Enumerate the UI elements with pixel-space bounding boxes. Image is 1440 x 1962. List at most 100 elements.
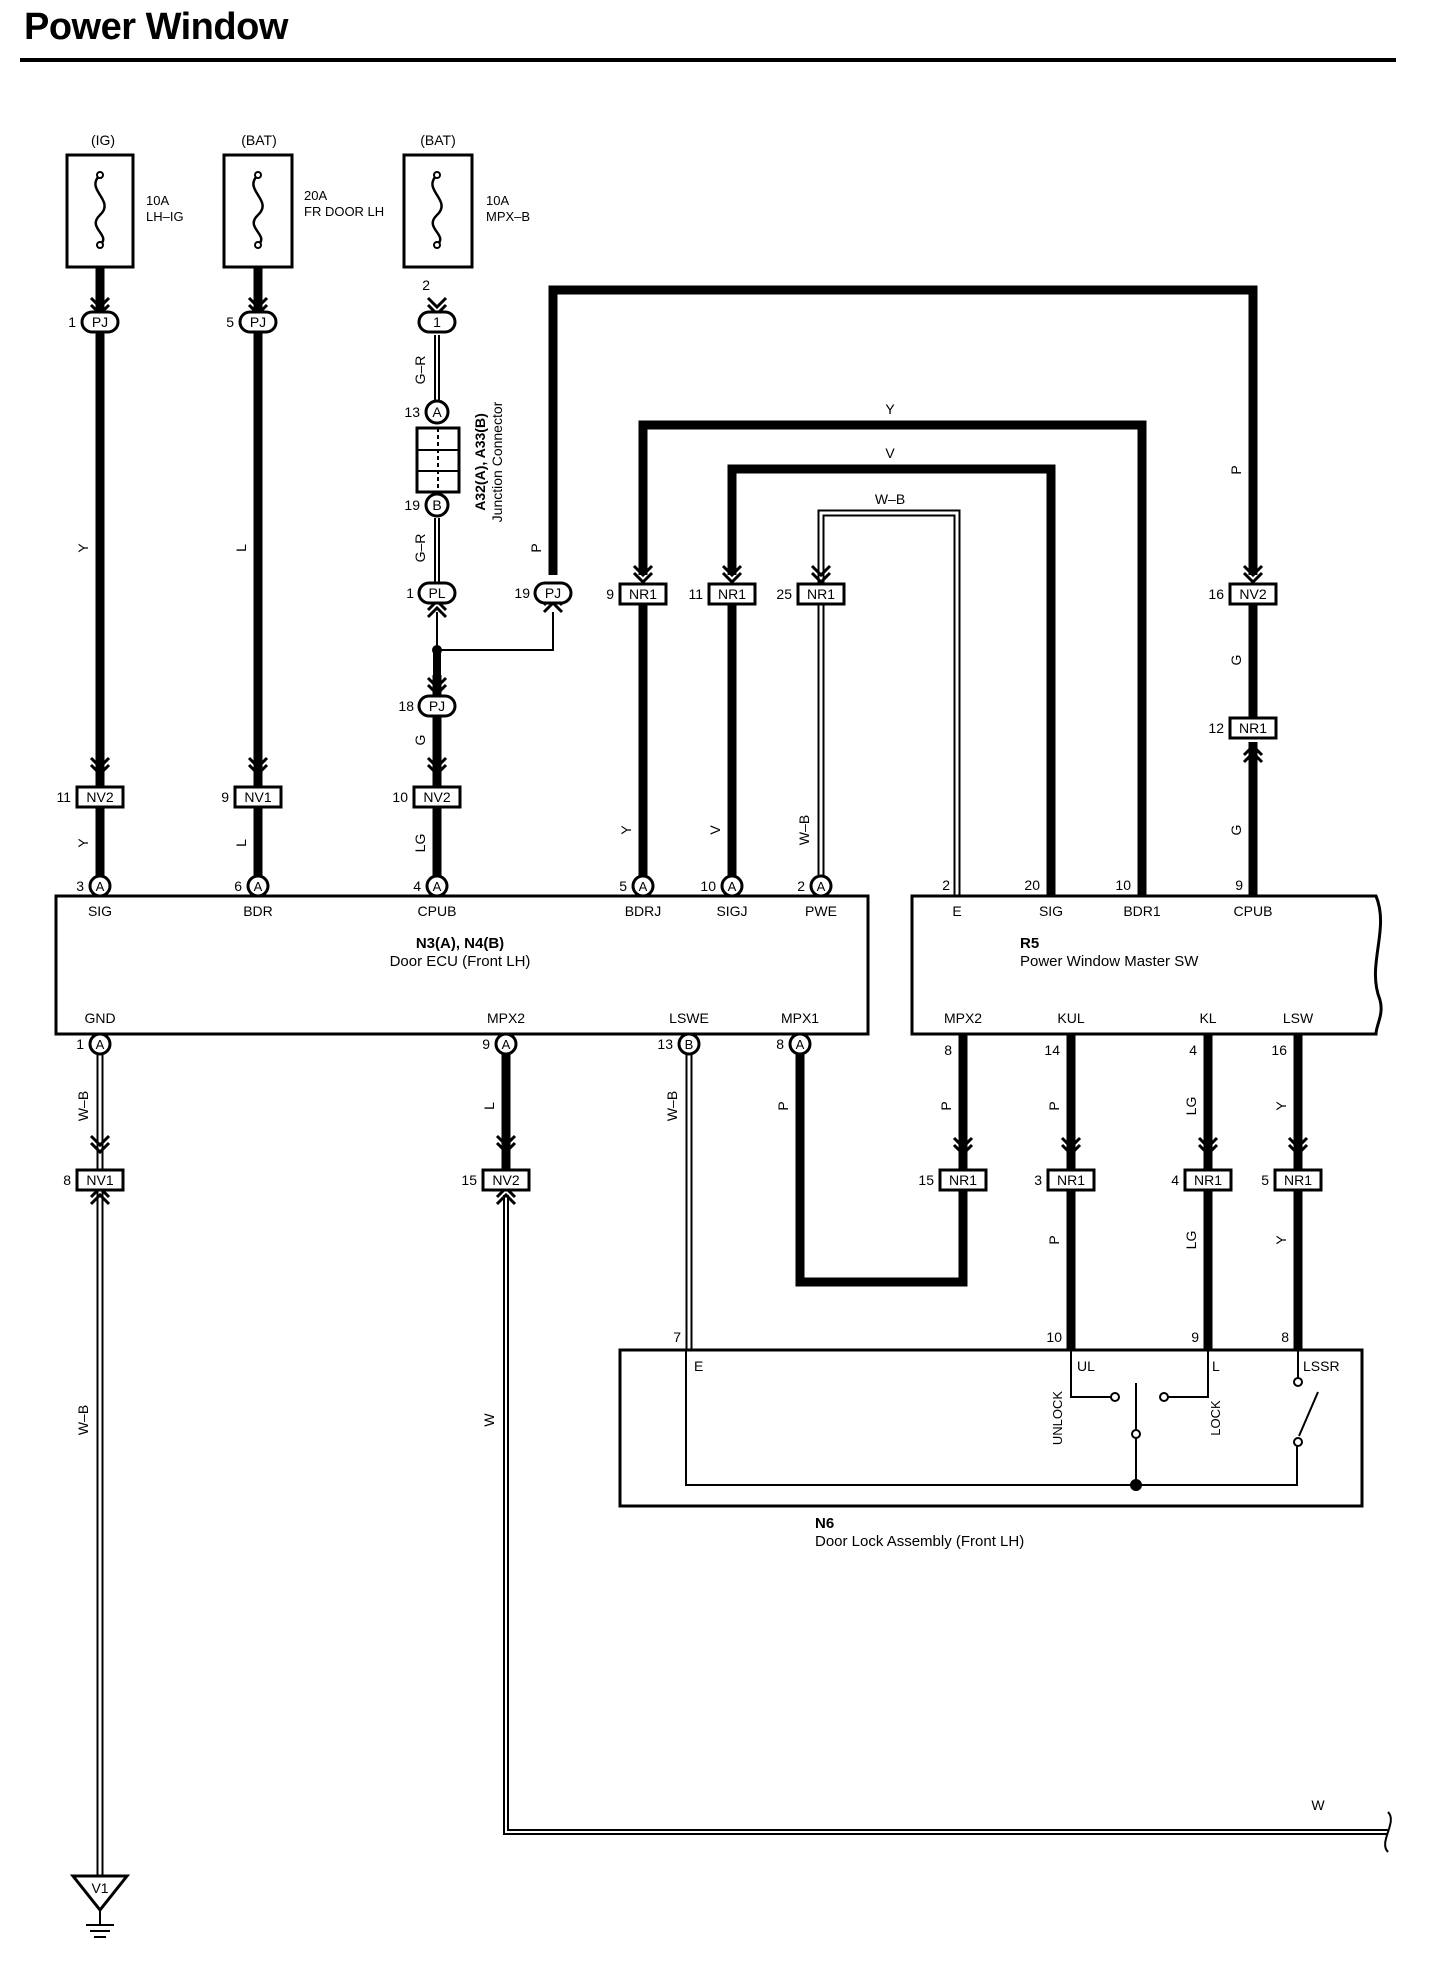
svg-text:PJ: PJ xyxy=(250,314,266,330)
fuse-fr-door-source: (BAT) xyxy=(241,132,277,148)
svg-text:A: A xyxy=(254,879,263,894)
svg-text:Y: Y xyxy=(75,543,91,553)
svg-text:G–R: G–R xyxy=(412,356,428,385)
svg-text:3: 3 xyxy=(76,878,84,894)
wire-p-mpx1-loop xyxy=(795,1034,968,1287)
svg-text:19: 19 xyxy=(514,585,530,601)
connector-pj-19: PJ 19 xyxy=(514,581,573,605)
svg-text:15: 15 xyxy=(461,1172,477,1188)
svg-text:B: B xyxy=(685,1037,694,1052)
svg-text:LSWE: LSWE xyxy=(669,1010,709,1026)
svg-text:SIG: SIG xyxy=(88,903,112,919)
svg-text:13: 13 xyxy=(404,404,420,420)
svg-text:A: A xyxy=(639,879,648,894)
fuse-lh-ig-source: (IG) xyxy=(91,132,115,148)
svg-text:NV2: NV2 xyxy=(1239,586,1266,602)
connector-nr1-11: NR1 11 xyxy=(688,582,757,606)
svg-text:W–B: W–B xyxy=(75,1405,91,1435)
fuse-fr-door-lh: (BAT) 20A FR DOOR LH xyxy=(222,132,384,269)
svg-text:L: L xyxy=(233,544,249,552)
svg-text:13: 13 xyxy=(657,1036,673,1052)
svg-text:GND: GND xyxy=(84,1010,115,1026)
wire-color-labels: Y L G–R G–R P G Y L LG Y V W–B P G G Y V… xyxy=(75,356,1325,1813)
svg-text:A: A xyxy=(433,879,442,894)
svg-text:W–B: W–B xyxy=(664,1091,680,1121)
wire-branch-pl-pj xyxy=(437,612,554,651)
connector-pj-18: PJ 18 xyxy=(398,694,457,718)
svg-text:5: 5 xyxy=(226,314,234,330)
unlock-label: UNLOCK xyxy=(1050,1391,1065,1446)
svg-text:Y: Y xyxy=(618,825,634,835)
svg-text:L: L xyxy=(233,839,249,847)
svg-text:B: B xyxy=(432,497,441,513)
door-ecu-ref: N3(A), N4(B) xyxy=(416,935,504,952)
connector-nv1-8: NV1 8 xyxy=(63,1168,125,1192)
svg-text:1: 1 xyxy=(433,314,441,330)
svg-text:SIG: SIG xyxy=(1039,903,1063,919)
svg-text:6: 6 xyxy=(234,878,242,894)
svg-text:P: P xyxy=(528,543,544,552)
title-rule xyxy=(20,58,1396,62)
master-switch-name: Power Window Master SW xyxy=(1020,953,1199,970)
svg-text:LG: LG xyxy=(412,834,428,853)
svg-text:9: 9 xyxy=(482,1036,490,1052)
svg-text:9: 9 xyxy=(606,586,614,602)
svg-text:1: 1 xyxy=(76,1036,84,1052)
svg-text:PJ: PJ xyxy=(92,314,108,330)
door-lock-ref: N6 xyxy=(815,1515,834,1532)
svg-text:NR1: NR1 xyxy=(629,586,657,602)
connector-nr1-5: NR1 5 xyxy=(1261,1168,1323,1192)
connector-jc-1: 1 2 xyxy=(417,277,457,334)
svg-text:16: 16 xyxy=(1208,586,1224,602)
svg-text:NR1: NR1 xyxy=(807,586,835,602)
fuse-lh-ig: (IG) 10A LH–IG xyxy=(65,132,184,269)
wire-arrows xyxy=(89,296,1309,1206)
door-lock-internal-circuit xyxy=(685,1350,1319,1491)
svg-text:9: 9 xyxy=(221,789,229,805)
svg-text:G: G xyxy=(412,735,428,746)
svg-text:NV1: NV1 xyxy=(86,1172,113,1188)
fuse-fr-door-name: FR DOOR LH xyxy=(304,204,384,219)
page-title: Power Window xyxy=(24,6,288,48)
svg-text:UL: UL xyxy=(1077,1358,1095,1374)
connector-badges: PJ 1 PJ 5 1 2 A 13 B 19 PL 1 xyxy=(56,277,1323,1192)
svg-text:NR1: NR1 xyxy=(1057,1172,1085,1188)
svg-text:2: 2 xyxy=(942,877,950,893)
door-lock-name: Door Lock Assembly (Front LH) xyxy=(815,1533,1024,1550)
svg-text:P: P xyxy=(775,1101,791,1110)
svg-text:8: 8 xyxy=(1281,1329,1289,1345)
svg-text:18: 18 xyxy=(398,698,414,714)
junction-connector-ref: A32(A), A33(B) xyxy=(472,413,488,511)
svg-text:KL: KL xyxy=(1199,1010,1216,1026)
svg-text:NV2: NV2 xyxy=(492,1172,519,1188)
fuse-lh-ig-name: LH–IG xyxy=(146,209,184,224)
svg-text:Y: Y xyxy=(885,401,895,417)
junction-connector-name: Junction Connector xyxy=(489,401,505,522)
svg-text:3: 3 xyxy=(1034,1172,1042,1188)
connector-pl-1: PL 1 xyxy=(406,581,457,605)
svg-text:PJ: PJ xyxy=(429,698,445,714)
connector-nv2-10: NV2 10 xyxy=(392,785,462,809)
door-ecu-name: Door ECU (Front LH) xyxy=(390,953,531,970)
svg-text:SIGJ: SIGJ xyxy=(716,903,747,919)
svg-text:PWE: PWE xyxy=(805,903,837,919)
svg-text:A: A xyxy=(96,1037,105,1052)
connector-pj-1: PJ 1 xyxy=(68,310,120,334)
connector-nv2-16: NV2 16 xyxy=(1208,582,1278,606)
svg-text:10: 10 xyxy=(1046,1329,1062,1345)
svg-text:G–R: G–R xyxy=(412,534,428,563)
fuse-element-icon xyxy=(252,174,264,246)
svg-text:10: 10 xyxy=(700,878,716,894)
connector-nv1-9: NV1 9 xyxy=(221,785,283,809)
svg-text:E: E xyxy=(952,903,961,919)
master-switch-box: R5 Power Window Master SW xyxy=(910,894,1383,1036)
svg-text:W–B: W–B xyxy=(796,815,812,845)
svg-text:2: 2 xyxy=(797,878,805,894)
svg-text:MPX1: MPX1 xyxy=(781,1010,819,1026)
